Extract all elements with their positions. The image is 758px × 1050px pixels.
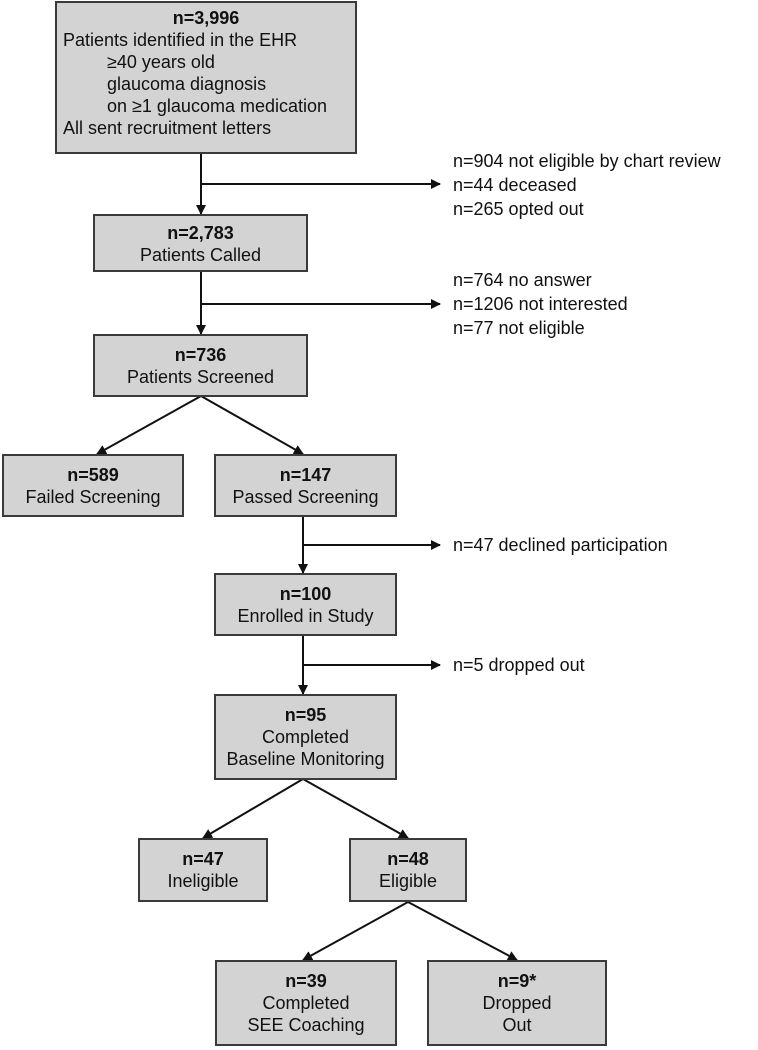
label-passed: Passed Screening [232,487,379,507]
label-completed-1: Completed [262,993,350,1013]
exclusion-letters-1: n=904 not eligible by chart review [453,151,721,171]
arrow-eligible-to-dropped [407,901,518,961]
exclusion-calls: n=764 no answer n=1206 not interested n=… [453,268,628,340]
box-failed-screening: n=589 Failed Screening [2,454,184,517]
box-baseline-monitoring: n=95 Completed Baseline Monitoring [214,694,397,780]
box-eligible: n=48 Eligible [349,838,467,902]
count-dropped: n=9* [497,971,537,991]
count-screened: n=736 [174,345,227,365]
label-identified-2: ≥40 years old [107,52,215,72]
label-identified-4: on ≥1 glaucoma medication [107,96,328,116]
label-baseline-2: Baseline Monitoring [226,749,385,769]
label-ineligible: Ineligible [167,871,239,891]
label-dropped-1: Dropped [482,993,552,1013]
exclusion-calls-3: n=77 not eligible [453,318,585,338]
box-patients-screened: n=736 Patients Screened [93,334,308,397]
box-passed-screening: n=147 Passed Screening [214,454,397,517]
box-patients-identified: n=3,996 Patients identified in the EHR ≥… [55,1,357,154]
exclusion-passed: n=47 declined participation [453,533,668,557]
arrow-screened-to-failed [96,395,202,455]
label-identified-1: Patients identified in the EHR [63,30,298,50]
exclusion-enrolled: n=5 dropped out [453,653,585,677]
count-called: n=2,783 [167,223,234,243]
exclusion-enrolled-1: n=5 dropped out [453,655,585,675]
count-enrolled: n=100 [279,584,332,604]
exclusion-calls-1: n=764 no answer [453,270,592,290]
exclusion-letters-2: n=44 deceased [453,175,577,195]
exclusion-passed-1: n=47 declined participation [453,535,668,555]
exclusion-calls-2: n=1206 not interested [453,294,628,314]
label-failed: Failed Screening [25,487,161,507]
arrow-baseline-to-ineligible [202,778,304,839]
label-identified-5: All sent recruitment letters [63,118,272,138]
label-identified-3: glaucoma diagnosis [107,74,267,94]
label-baseline-1: Completed [261,727,350,747]
box-patients-called: n=2,783 Patients Called [93,214,308,272]
count-completed: n=39 [285,971,327,991]
count-identified: n=3,996 [172,8,240,28]
exclusion-letters: n=904 not eligible by chart review n=44 … [453,149,721,221]
box-ineligible: n=47 Ineligible [138,838,268,902]
count-passed: n=147 [279,465,332,485]
arrow-screened-to-passed [200,395,304,455]
label-eligible: Eligible [378,871,438,891]
label-dropped-2: Out [502,1015,532,1035]
count-failed: n=589 [67,465,119,485]
count-baseline: n=95 [284,705,327,725]
label-completed-2: SEE Coaching [247,1015,365,1035]
label-enrolled: Enrolled in Study [237,606,374,626]
count-eligible: n=48 [387,849,429,869]
arrow-baseline-to-eligible [302,778,409,839]
box-dropped-out: n=9* Dropped Out [427,960,607,1046]
box-enrolled: n=100 Enrolled in Study [214,573,397,636]
arrow-eligible-to-completed [302,901,409,961]
label-screened: Patients Screened [126,367,275,387]
exclusion-letters-3: n=265 opted out [453,199,584,219]
count-ineligible: n=47 [182,849,224,869]
label-called: Patients Called [139,245,262,265]
box-completed-coaching: n=39 Completed SEE Coaching [215,960,397,1046]
